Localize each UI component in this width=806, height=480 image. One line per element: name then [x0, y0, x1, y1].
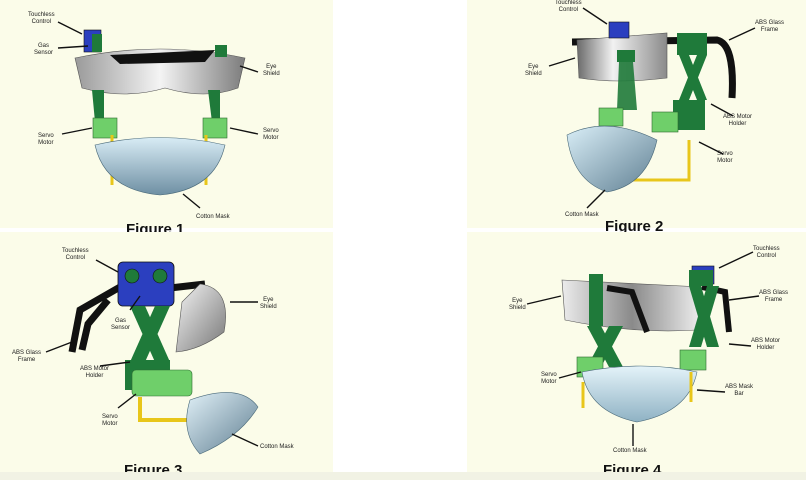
abs-mask-bar	[581, 372, 693, 408]
figure-1-illustration	[57, 21, 259, 209]
figure-2-panel: Touchless Control ABS Glass Frame Eye Sh…	[467, 0, 806, 235]
mask-bar	[138, 397, 190, 422]
figure-4-panel: Touchless Control Eye Shield ABS Glass F…	[467, 232, 806, 480]
label-abs-motor-holder: ABS Motor Holder	[80, 366, 110, 379]
label-servo-motor: Servo Motor	[717, 151, 733, 164]
eye-shield	[561, 279, 703, 332]
label-eye-shield: Eye Shield	[260, 297, 277, 310]
figure-4-illustration	[526, 251, 760, 446]
leader-lines	[526, 251, 760, 446]
gas-sensor	[92, 34, 102, 52]
abs-glass-frame	[68, 283, 122, 353]
touchless-control	[608, 21, 630, 39]
label-gas-sensor: Gas Sensor	[34, 43, 54, 56]
label-touchless-control: Touchless Control	[62, 248, 89, 261]
cotton-mask	[186, 392, 259, 455]
figure-1-panel: Touchless Control Gas Sensor Eye Shield …	[0, 0, 333, 238]
label-abs-glass-frame: ABS Glass Frame	[12, 350, 42, 363]
eye-shield	[175, 283, 226, 353]
label-eye-shield: Eye Shield	[525, 64, 542, 77]
leader-lines	[57, 21, 259, 209]
label-servo-motor: Servo Motor	[541, 372, 557, 385]
label-touchless-control: Touchless Control	[753, 246, 780, 259]
label-cotton-mask: Cotton Mask	[260, 444, 294, 450]
label-touchless-control: Touchless Control	[28, 12, 55, 25]
right-arm	[208, 90, 220, 122]
cotton-mask	[581, 365, 698, 423]
label-abs-motor-holder: ABS Motor Holder	[751, 338, 781, 351]
label-servo-motor-left: Servo Motor	[38, 133, 54, 146]
leader-lines	[548, 7, 756, 209]
servo-motor-left	[598, 107, 624, 127]
abs-motor-holder-right	[673, 33, 707, 130]
label-eye-shield: Eye Shield	[509, 298, 526, 311]
label-abs-mask-bar: ABS Mask Bar	[725, 384, 754, 397]
abs-glass-frame	[571, 36, 736, 99]
figure-2-illustration	[548, 7, 756, 209]
servo-motor	[131, 369, 193, 397]
figure-3-illustration	[45, 259, 259, 455]
leader-lines	[45, 259, 259, 447]
label-abs-glass-frame: ABS Glass Frame	[759, 290, 789, 303]
touchless-control	[117, 261, 175, 307]
label-abs-glass-frame: ABS Glass Frame	[755, 20, 785, 33]
label-cotton-mask: Cotton Mask	[565, 212, 599, 218]
servo-motor-right	[202, 117, 228, 139]
label-cotton-mask: Cotton Mask	[613, 448, 647, 454]
servo-motor-right	[679, 349, 707, 371]
abs-motor-holder-left	[617, 50, 637, 110]
cotton-mask	[566, 125, 658, 193]
label-abs-motor-holder: ABS Motor Holder	[723, 114, 753, 127]
label-touchless-control: Touchless Control	[555, 0, 582, 13]
left-arm	[92, 90, 104, 122]
servo-motor-right	[651, 111, 679, 133]
label-servo-motor-right: Servo Motor	[263, 128, 279, 141]
abs-motor-holder-right	[689, 270, 719, 347]
cotton-mask	[94, 137, 226, 196]
figure-2-caption: Figure 2	[605, 218, 664, 235]
label-cotton-mask: Cotton Mask	[196, 214, 230, 220]
label-eye-shield: Eye Shield	[263, 64, 280, 77]
label-servo-motor: Servo Motor	[102, 414, 118, 427]
bottom-strip	[0, 472, 806, 480]
frame-top-right	[215, 45, 227, 57]
servo-motor-left	[92, 117, 118, 139]
label-gas-sensor: Gas Sensor	[111, 318, 131, 331]
figure-3-panel: Touchless Control Eye Shield Gas Sensor …	[0, 232, 333, 480]
